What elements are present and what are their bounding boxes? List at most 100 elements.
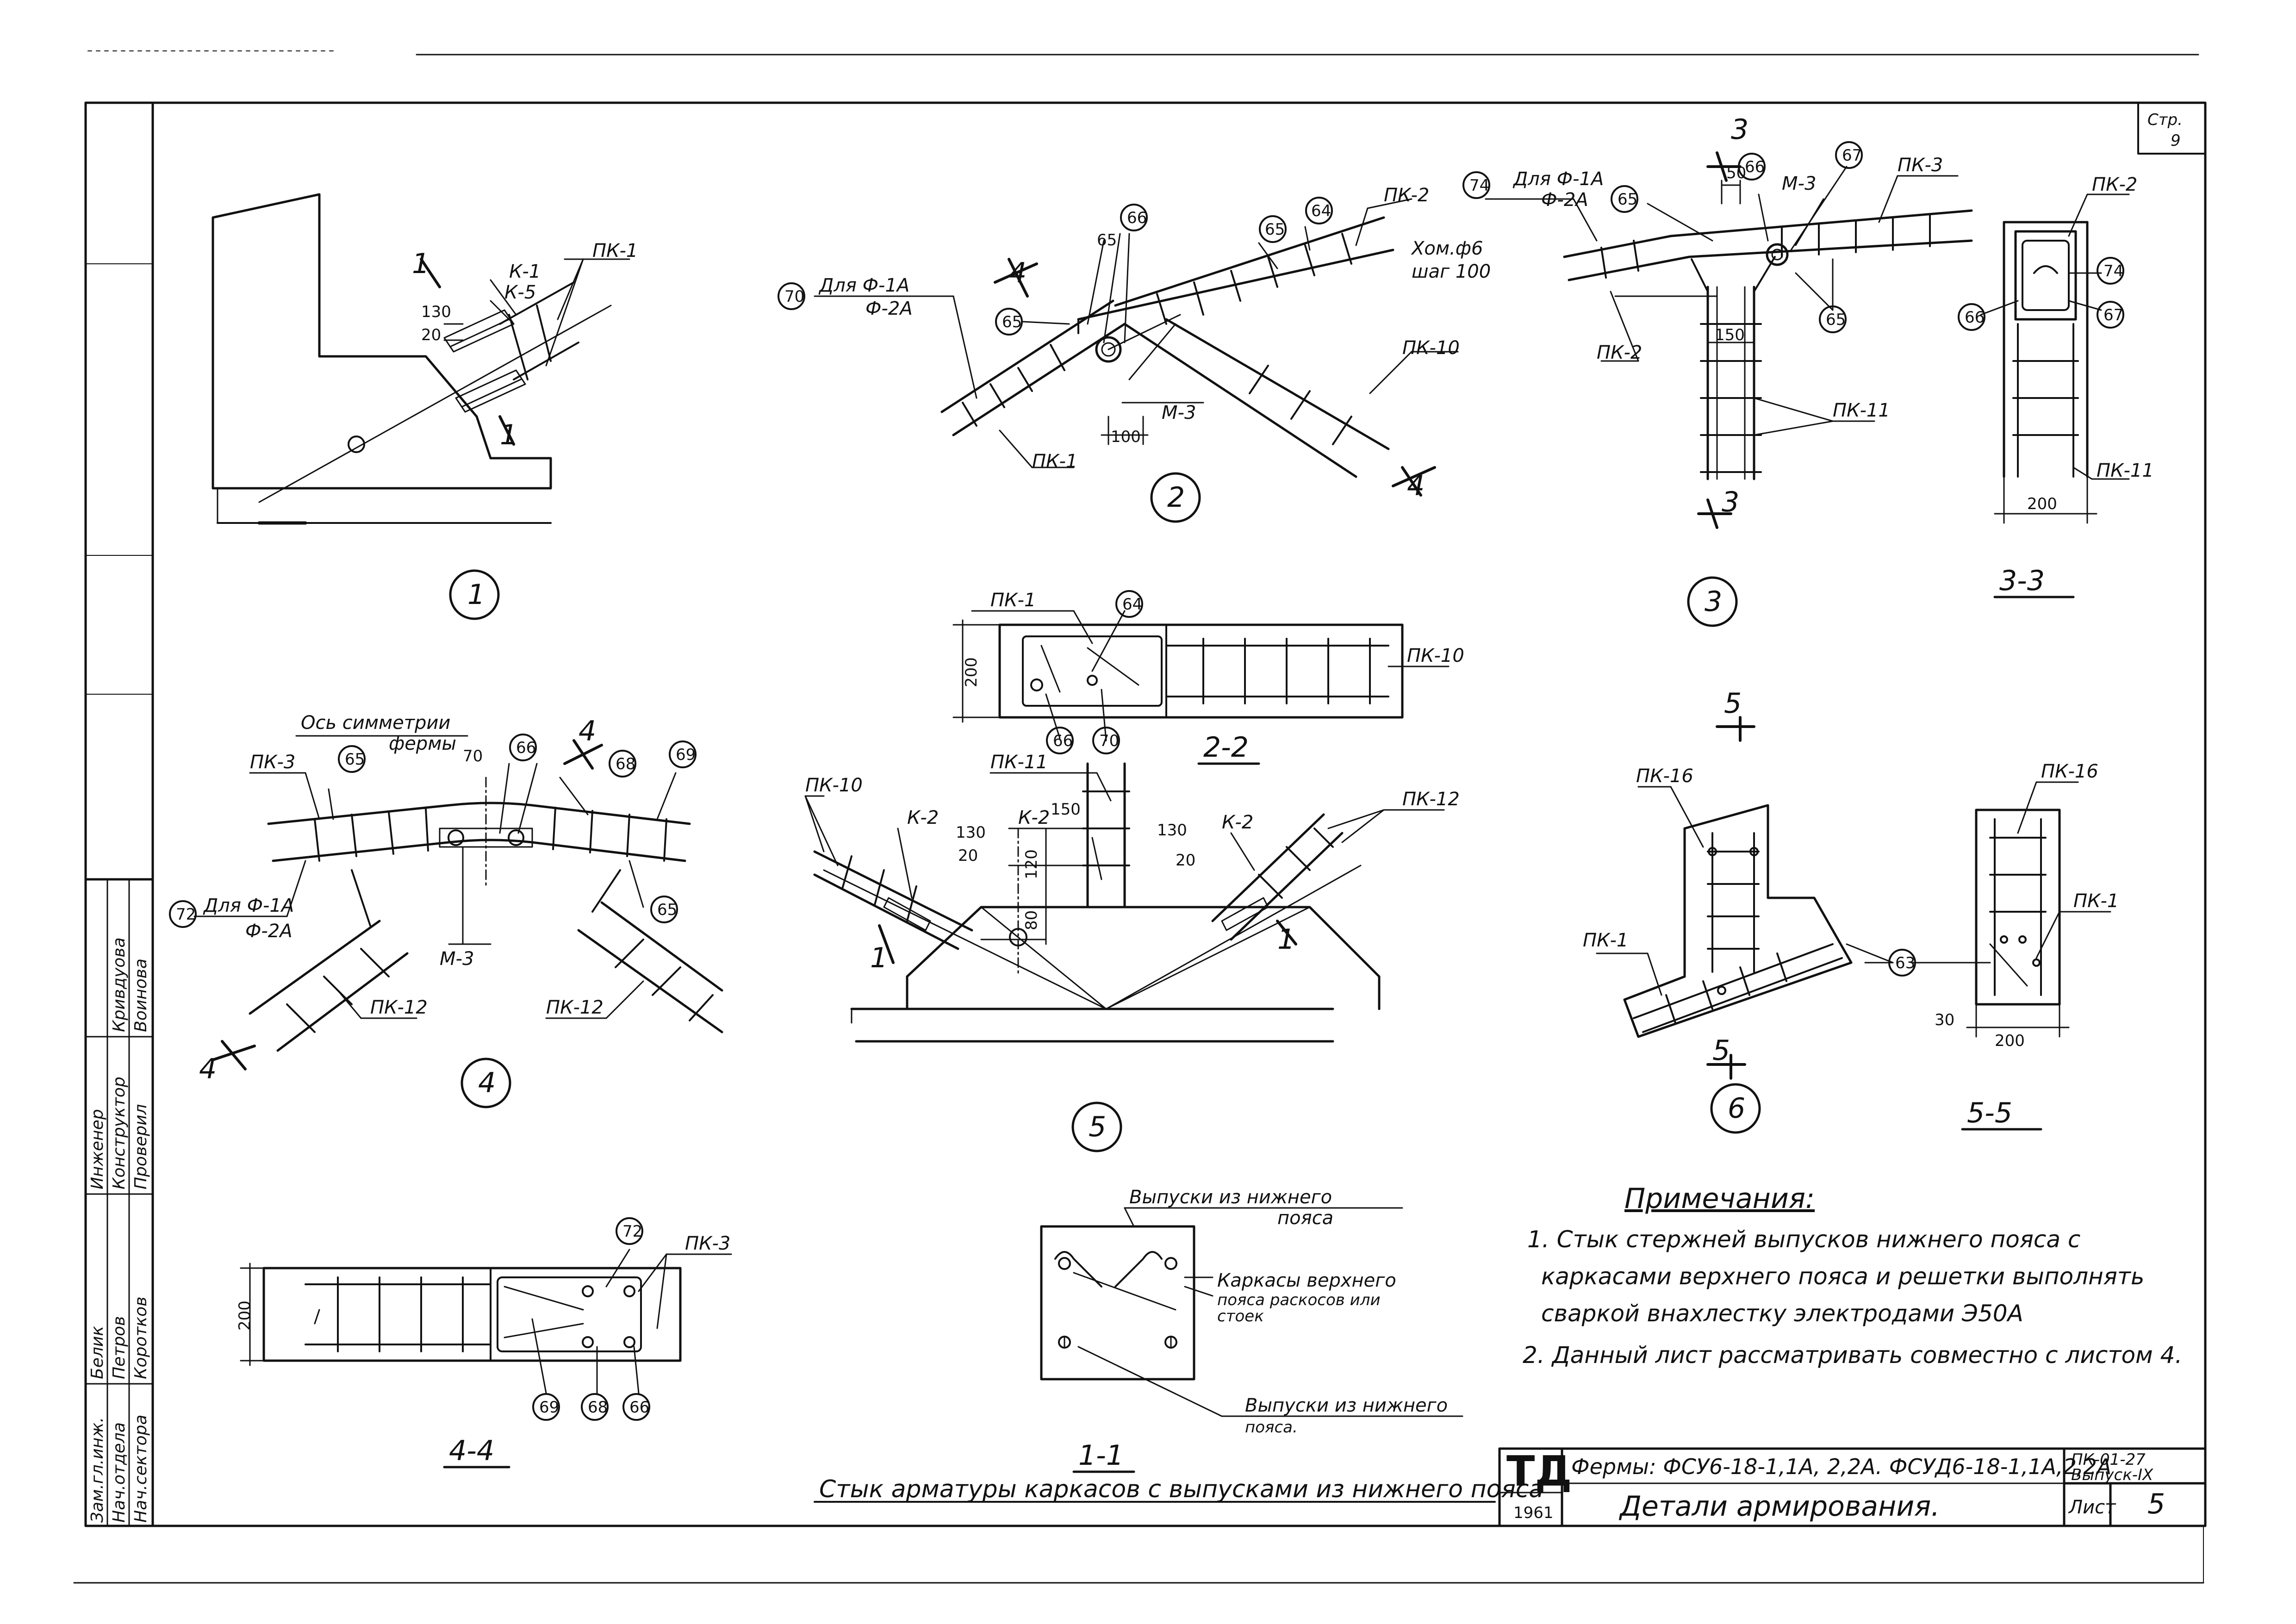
dim-70: 70 [463, 747, 483, 765]
dim-20-left: 20 [958, 846, 978, 865]
label-pk1: ПК-1 [1583, 930, 1628, 951]
note-line-1: 1. Стык стержней выпусков нижнего пояса … [1527, 1226, 2080, 1253]
node-6-number: 6 [1728, 1092, 1745, 1125]
mark-66: 66 [1127, 209, 1147, 227]
label-frames: Каркасы верхнего [1217, 1270, 1396, 1291]
dim-200: 200 [1995, 1032, 2025, 1050]
sheet-label: Лист [2068, 1497, 2116, 1518]
node-4-number: 4 [478, 1067, 496, 1099]
dim-50: 50 [1726, 164, 1746, 182]
mark-67: 67 [1842, 146, 1862, 165]
label-k2-left: К-2 [907, 807, 939, 828]
label-pk12-right: ПК-12 [546, 997, 604, 1018]
section-mark-1-left: 1 [870, 942, 888, 974]
label-pk2: ПК-2 [1384, 185, 1429, 206]
node-1-drawing [212, 193, 630, 620]
label-hom: Хом.ф6 [1411, 238, 1483, 259]
label-pk16: ПК-16 [2041, 761, 2098, 782]
label-outlets-top-2: пояса [1277, 1207, 1333, 1229]
node-4-drawing [169, 734, 723, 1108]
dim-200: 200 [236, 1300, 254, 1331]
label-axis-2: фермы [389, 733, 456, 754]
section-mark-5-bottom: 5 [1712, 1034, 1730, 1067]
section-mark-1-bottom: 1 [500, 419, 517, 451]
node-5-number: 5 [1089, 1111, 1106, 1143]
label-for-f1a: Для Ф-1А [1512, 168, 1604, 190]
page-box-number: 9 [2171, 131, 2181, 150]
label-m3: М-3 [1162, 402, 1196, 423]
label-f2a: Ф-2А [245, 921, 292, 942]
note-line-4: 2. Данный лист рассматривать совместно с… [1523, 1342, 2182, 1369]
role-5: Инженер [88, 1109, 107, 1189]
title-line-1: Фермы: ФСУ6-18-1,1А, 2,2А. ФСУД6-18-1,1А… [1571, 1454, 2111, 1479]
node-5-drawing [804, 762, 1445, 1152]
note-line-3: сваркой внахлестку электродами Э50А [1541, 1300, 2023, 1327]
mark-72: 72 [176, 905, 196, 924]
name-2: Петров [110, 1316, 129, 1379]
mark-65: 65 [1618, 190, 1637, 209]
label-pk3: ПК-3 [250, 752, 295, 773]
mark-66: 66 [1965, 308, 1985, 327]
label-outlets-bottom-2: пояса. [1245, 1418, 1298, 1437]
label-frames-3: стоек [1217, 1307, 1264, 1325]
label-k1: К-1 [509, 261, 541, 282]
sheet-code: ПК-01-27 [2071, 1450, 2146, 1469]
section-mark-3-top: 3 [1731, 113, 1748, 146]
mark-70: 70 [784, 287, 804, 306]
section-mark-1-top: 1 [412, 248, 429, 280]
node-6-drawing [1596, 716, 1991, 1134]
mark-66: 66 [629, 1398, 649, 1417]
dim-30: 30 [1935, 1011, 1954, 1029]
section-mark-4-bottom: 4 [1407, 470, 1425, 502]
dim-100: 100 [1111, 428, 1141, 446]
label-pk10: ПК-10 [805, 775, 863, 796]
mark-65-top: 65 [1097, 231, 1117, 249]
mark-65: 65 [345, 750, 365, 769]
mark-66: 66 [1745, 158, 1765, 176]
label-k2-right: К-2 [1222, 812, 1253, 833]
label-pk1: ПК-1 [990, 590, 1036, 611]
label-for-f1a: Для Ф-1А [203, 895, 294, 916]
label-f2a: Ф-2А [1541, 189, 1588, 211]
sheet-frame [73, 50, 2207, 1584]
label-axis: Ось симметрии [301, 712, 450, 734]
notes-heading: Примечания: [1624, 1182, 1815, 1215]
section-2-2-drawing [952, 590, 1450, 765]
role-3: Нач.сектора [131, 1415, 150, 1523]
mark-64: 64 [1122, 595, 1142, 614]
name-5: Кривдуова [110, 937, 129, 1032]
title-block [814, 1447, 2207, 1527]
mark-63: 63 [1895, 954, 1915, 972]
mark-65-lower: 65 [1826, 311, 1846, 329]
sheet-number: 5 [2147, 1488, 2165, 1520]
mark-65: 65 [1002, 313, 1022, 331]
label-pk10: ПК-10 [1402, 337, 1460, 359]
section-4-4-title: 4-4 [449, 1435, 494, 1467]
sheet-issue: Выпуск-IX [2071, 1466, 2153, 1484]
dim-80: 80 [1022, 910, 1041, 930]
label-outlets-top: Выпуски из нижнего [1129, 1187, 1332, 1208]
name-6: Воинова [131, 958, 150, 1032]
label-pk11: ПК-11 [1833, 400, 1890, 421]
section-mark-4-top: 4 [1009, 257, 1027, 289]
label-frames-2: пояса раскосов или [1217, 1291, 1381, 1309]
logo: ТД [1506, 1447, 1572, 1496]
label-pk12: ПК-12 [1402, 789, 1460, 810]
label-for-f1a: Для Ф-1А [818, 275, 909, 296]
node-1-number: 1 [467, 579, 485, 611]
label-m3: М-3 [440, 948, 474, 970]
dim-130-left: 130 [956, 823, 986, 842]
section-2-2-title: 2-2 [1203, 731, 1249, 764]
label-pk11: ПК-11 [2097, 460, 2154, 481]
label-pk3: ПК-3 [685, 1233, 730, 1254]
section-mark-5-top: 5 [1724, 687, 1742, 720]
mark-68: 68 [616, 755, 635, 773]
dim-150: 150 [1715, 326, 1745, 344]
dim-150: 150 [1051, 800, 1081, 819]
title-line-2: Детали армирования. [1618, 1490, 1940, 1523]
mark-66: 66 [516, 739, 536, 757]
label-pk2: ПК-2 [2092, 174, 2137, 195]
dim-200: 200 [2027, 495, 2057, 513]
section-mark-3-bottom: 3 [1722, 486, 1739, 518]
